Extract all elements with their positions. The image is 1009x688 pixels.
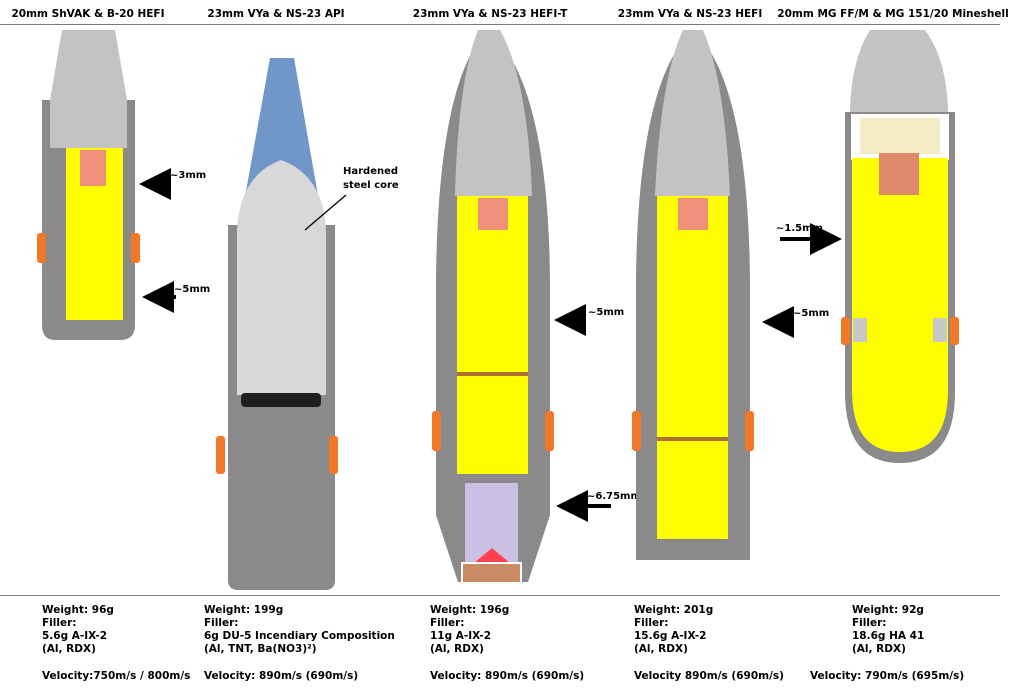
shell-2-leader xyxy=(304,194,347,231)
shell-3-tracer-base xyxy=(461,562,522,584)
filler-label: Filler: xyxy=(204,617,239,629)
shell-4-divider xyxy=(657,437,728,441)
shell-1-band-left xyxy=(37,233,46,263)
spec-shell-1: Weight: 96g Filler: 5.6g A-IX-2 (Al, RDX… xyxy=(42,604,114,656)
shell-5-ring-right xyxy=(933,318,947,342)
annotation-5mm-3: ~5mm xyxy=(793,308,829,319)
velocity-shell-2: Velocity: 890m/s (690m/s) xyxy=(204,670,359,682)
annotation-6-75mm: ~6.75mm xyxy=(587,491,641,502)
bottom-divider xyxy=(0,595,1000,596)
shell-3-tracer-tip xyxy=(474,548,510,563)
shell-title-5: 20mm MG FF/M & MG 151/20 Mineshell xyxy=(777,8,1009,20)
spec-shell-3: Weight: 196g Filler: 11g A-IX-2 (Al, RDX… xyxy=(430,604,509,656)
shell-4-filler xyxy=(657,196,728,539)
filler-label: Filler: xyxy=(430,617,465,629)
spec-shell-2: Weight: 199g Filler: 6g DU-5 Incendiary … xyxy=(204,604,395,656)
shell-cross-sections: ~3mm ~5mm Hardened steel core ~5mm ~6.75… xyxy=(37,30,959,590)
filler-label: Filler: xyxy=(42,617,77,629)
shell-2-diagram: Hardened steel core xyxy=(216,30,399,590)
velocity-shell-5: Velocity: 790m/s (695m/s) xyxy=(810,670,965,682)
filler-note: (Al, TNT, Ba(NO3)²) xyxy=(204,643,317,655)
shell-5-diagram: ~1.5mm xyxy=(776,30,959,463)
weight-text: Weight: 201g xyxy=(634,604,714,616)
shell-3-band-right xyxy=(545,411,554,451)
shell-4-fuze xyxy=(678,198,708,230)
shell-3-diagram: ~5mm ~6.75mm xyxy=(432,30,641,584)
shell-1-nose xyxy=(50,30,127,148)
filler-label: Filler: xyxy=(852,617,887,629)
filler-note: (Al, RDX) xyxy=(634,643,688,655)
spec-shell-4: Weight: 201g Filler: 15.6g A-IX-2 (Al, R… xyxy=(634,604,713,656)
filler-text: 15.6g A-IX-2 xyxy=(634,630,707,642)
weight-text: Weight: 196g xyxy=(430,604,510,616)
top-divider xyxy=(0,24,1000,25)
shell-1-band-right xyxy=(131,233,140,263)
weight-text: Weight: 199g xyxy=(204,604,284,616)
spec-shell-5: Weight: 92g Filler: 18.6g HA 41 (Al, RDX… xyxy=(852,604,924,656)
shell-5-fuze xyxy=(879,153,919,195)
filler-note: (Al, RDX) xyxy=(852,643,906,655)
filler-text: 18.6g HA 41 xyxy=(852,630,925,642)
weight-text: Weight: 92g xyxy=(852,604,924,616)
velocity-shell-1: Velocity:750m/s / 800m/s xyxy=(42,670,191,682)
shell-2-band-left xyxy=(216,436,225,474)
shell-3-fuze xyxy=(478,198,508,230)
filler-text: 5.6g A-IX-2 xyxy=(42,630,108,642)
filler-note: (Al, RDX) xyxy=(430,643,484,655)
shell-title-2: 23mm VYa & NS-23 API xyxy=(207,8,345,20)
velocity-shell-4: Velocity 890m/s (690m/s) xyxy=(634,670,784,682)
filler-note: (Al, RDX) xyxy=(42,643,96,655)
annotation-5mm-2: ~5mm xyxy=(588,307,624,318)
shell-4-diagram: ~5mm xyxy=(632,30,829,560)
velocity-shell-3: Velocity: 890m/s (690m/s) xyxy=(430,670,585,682)
shell-title-3: 23mm VYa & NS-23 HEFI-T xyxy=(412,8,568,20)
annotation-steel-core-2: steel core xyxy=(343,180,399,191)
filler-label: Filler: xyxy=(634,617,669,629)
shell-3-divider xyxy=(457,372,528,376)
shell-5-ring-left xyxy=(853,318,867,342)
filler-text: 11g A-IX-2 xyxy=(430,630,492,642)
shell-5-band-right xyxy=(950,317,959,345)
shell-2-steel-core xyxy=(237,160,326,395)
shell-4-band-right xyxy=(745,411,754,451)
shell-4-band-left xyxy=(632,411,641,451)
shell-2-core-base xyxy=(241,393,321,407)
annotation-1-5mm: ~1.5mm xyxy=(776,223,823,234)
shell-title-4: 23mm VYa & NS-23 HEFI xyxy=(617,8,763,20)
shell-1-fuze xyxy=(80,150,106,186)
shell-5-fuze-body xyxy=(860,118,940,154)
weight-text: Weight: 96g xyxy=(42,604,114,616)
shell-title-1: 20mm ShVAK & B-20 HEFI xyxy=(11,8,165,20)
shell-5-band-left xyxy=(841,317,850,345)
shell-3-band-left xyxy=(432,411,441,451)
annotation-3mm: ~3mm xyxy=(170,170,206,181)
filler-text: 6g DU-5 Incendiary Composition xyxy=(204,630,395,642)
shell-1-diagram: ~3mm ~5mm xyxy=(37,30,210,340)
shell-5-filler xyxy=(852,158,948,452)
shell-3-nose xyxy=(455,30,532,196)
annotation-steel-core-1: Hardened xyxy=(343,166,398,177)
shell-4-nose xyxy=(655,30,730,196)
annotation-5mm-1: ~5mm xyxy=(174,284,210,295)
shell-3-filler xyxy=(457,196,528,474)
shell-5-nose xyxy=(850,30,948,112)
shell-2-band-right xyxy=(329,436,338,474)
